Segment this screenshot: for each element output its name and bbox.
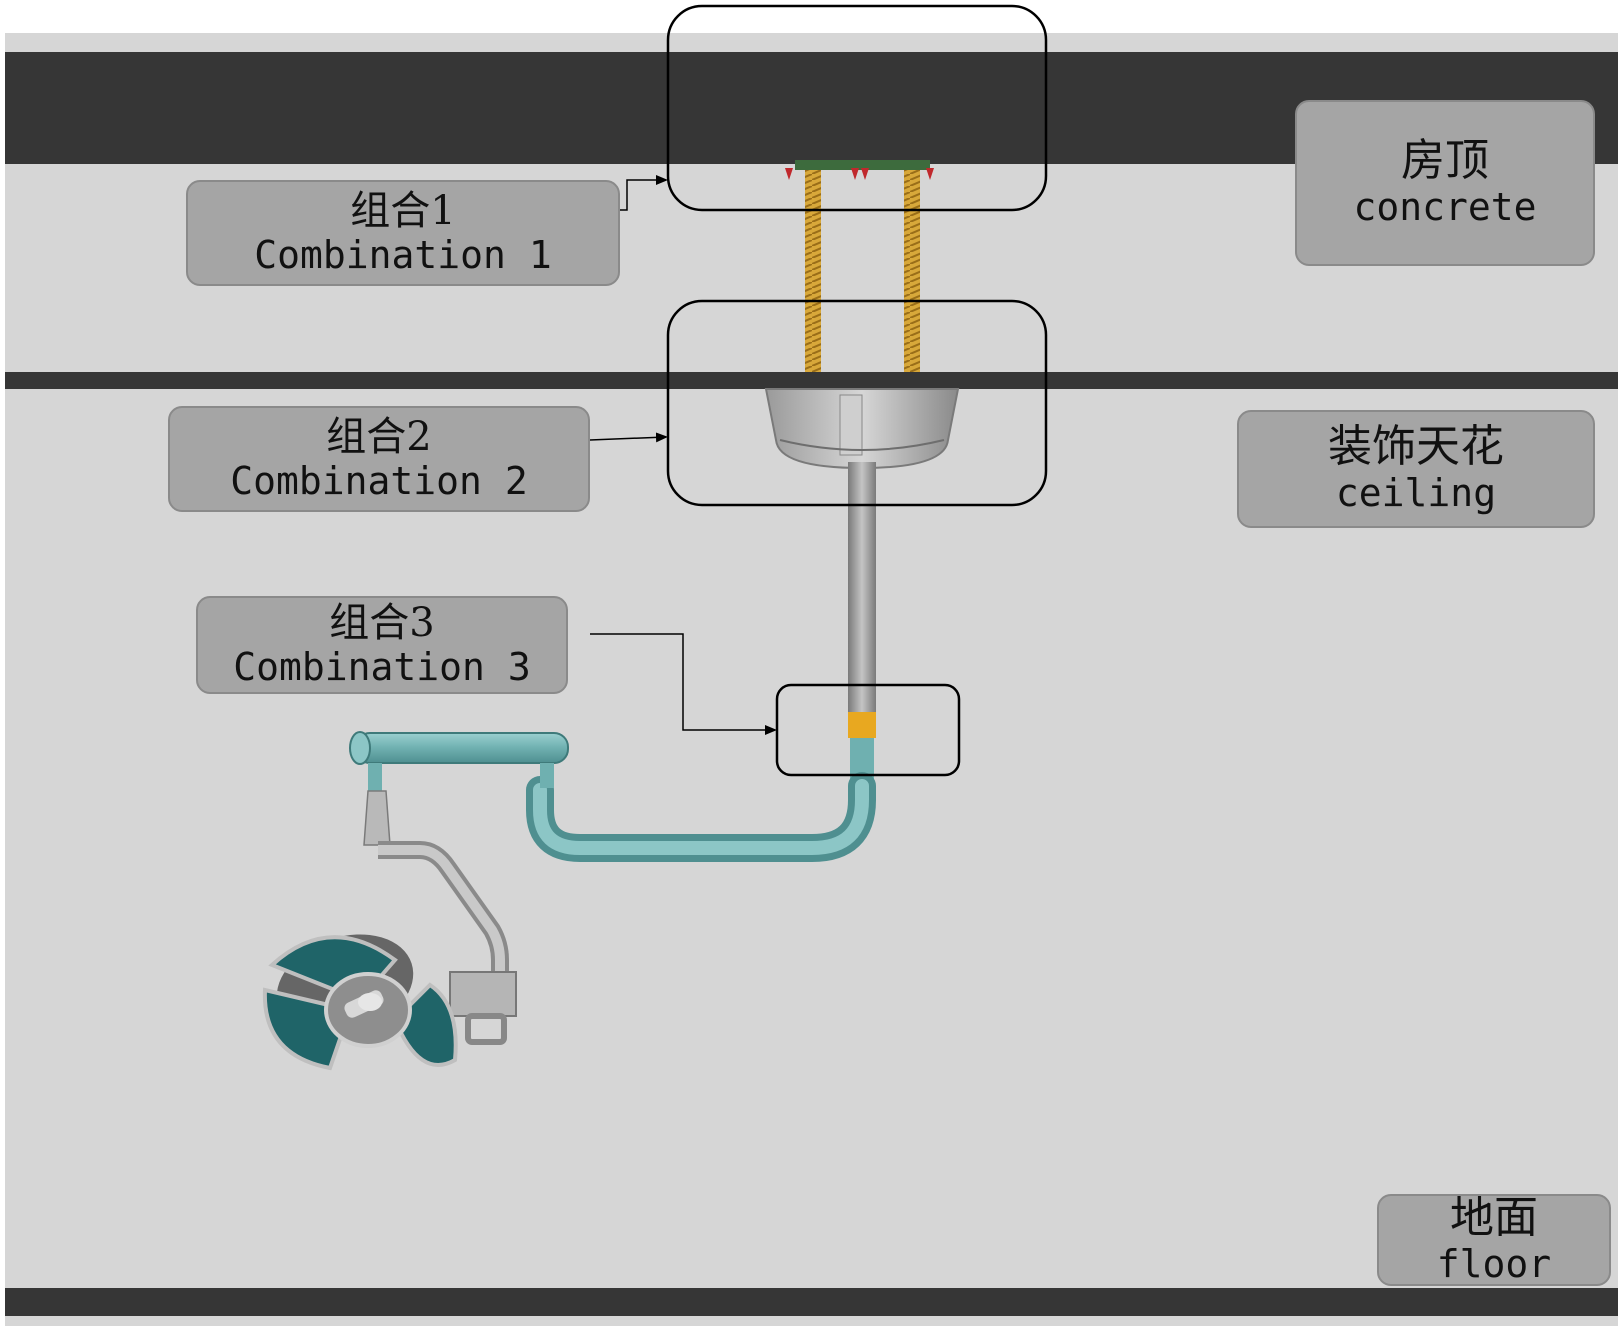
ceiling-mount-plate-icon (785, 160, 934, 180)
pole-collar (848, 712, 876, 738)
combination-3-arrow (590, 633, 777, 735)
combination-3-zh: 组合3 (329, 600, 435, 647)
combination-1-outline (666, 4, 1048, 212)
ceiling-canopy (764, 388, 960, 470)
combination-2-zh: 组合2 (326, 414, 432, 461)
combination-2-outline (666, 299, 1048, 507)
combination-2-en: Combination 2 (230, 459, 528, 504)
floor-label-zh: 地面 (1450, 1194, 1538, 1243)
roof-label-zh: 房顶 (1401, 134, 1489, 186)
threaded-rod-icon (805, 164, 920, 372)
floor-label-en: floor (1436, 1242, 1552, 1286)
ceiling-label-en: ceiling (1335, 471, 1497, 516)
floor-strip (5, 1288, 1618, 1316)
floor-label: 地面 floor (1377, 1194, 1611, 1286)
surgical-light-icon (262, 731, 876, 1071)
ceiling-strip (5, 372, 1618, 389)
combination-2-label: 组合2 Combination 2 (168, 406, 590, 512)
central-pole (848, 462, 876, 712)
combination-1-en: Combination 1 (254, 233, 552, 278)
combination-2-arrow (589, 432, 668, 443)
ceiling-label: 装饰天花 ceiling (1237, 410, 1595, 528)
combination-3-en: Combination 3 (233, 645, 531, 690)
combination-1-label: 组合1 Combination 1 (186, 180, 620, 286)
combination-3-outline (775, 683, 961, 777)
combination-1-zh: 组合1 (350, 188, 456, 235)
roof-label-en: concrete (1353, 185, 1537, 230)
combination-3-label: 组合3 Combination 3 (196, 596, 568, 694)
ceiling-label-zh: 装饰天花 (1328, 420, 1504, 472)
roof-label: 房顶 concrete (1295, 100, 1595, 266)
